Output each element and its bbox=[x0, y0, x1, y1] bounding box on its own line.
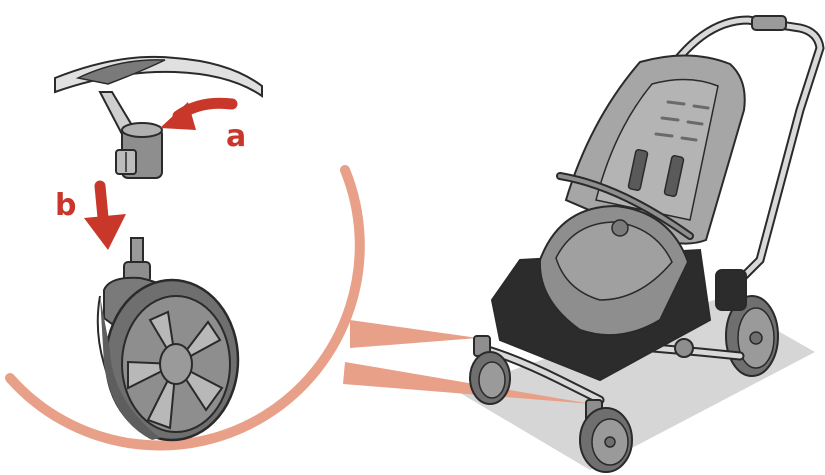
harness-buckle bbox=[612, 220, 628, 236]
front-left-wheel bbox=[470, 336, 510, 404]
step-b-label: b bbox=[55, 188, 76, 223]
step-a-label: a bbox=[226, 119, 246, 154]
step-b-arrow bbox=[84, 186, 126, 250]
swivel-front-wheel-icon bbox=[98, 238, 238, 440]
step-a-arrow bbox=[160, 102, 232, 130]
wheel-release-catch-icon bbox=[116, 123, 162, 178]
handle-grip bbox=[752, 16, 786, 30]
brake-housing bbox=[716, 270, 746, 310]
frame-hinge bbox=[675, 339, 693, 357]
